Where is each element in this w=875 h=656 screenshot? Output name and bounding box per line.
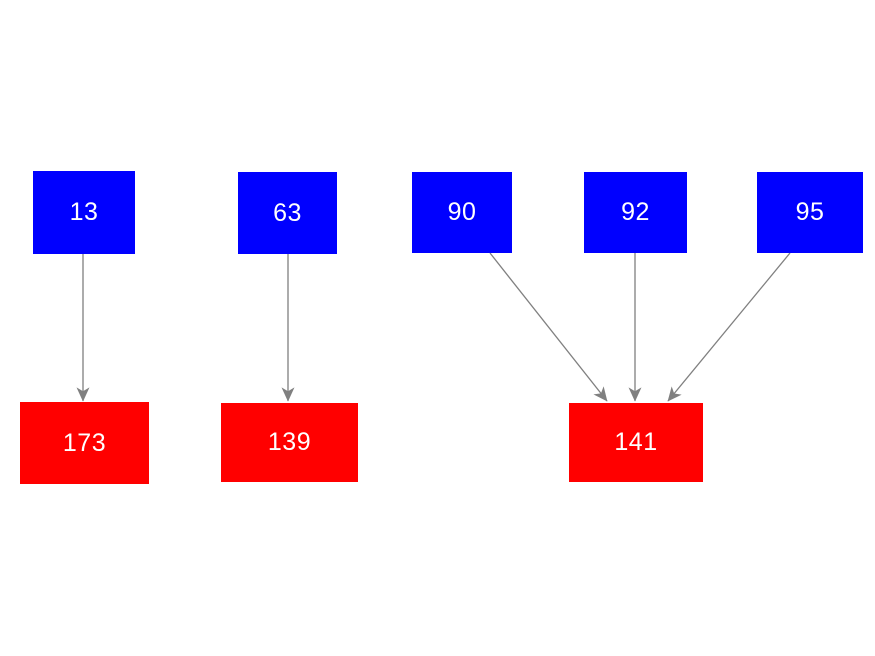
node-label: 95	[795, 198, 825, 226]
node-label: 139	[267, 428, 312, 456]
node-95[interactable]: 95	[757, 172, 863, 253]
node-139[interactable]: 139	[221, 403, 358, 482]
edge-n95-to-n141	[667, 252, 791, 402]
node-label: 90	[447, 198, 477, 226]
node-63[interactable]: 63	[238, 172, 337, 254]
node-173[interactable]: 173	[20, 402, 149, 484]
edge-group	[76, 252, 791, 402]
node-label: 141	[614, 428, 658, 456]
node-141[interactable]: 141	[569, 403, 703, 482]
node-90[interactable]: 90	[412, 172, 512, 253]
edge-n90-to-n141	[489, 252, 608, 402]
node-label: 13	[69, 198, 99, 226]
node-label: 63	[273, 198, 302, 227]
node-label: 92	[621, 198, 650, 226]
node-13[interactable]: 13	[33, 171, 135, 254]
node-92[interactable]: 92	[584, 172, 687, 253]
node-label: 173	[62, 428, 107, 457]
